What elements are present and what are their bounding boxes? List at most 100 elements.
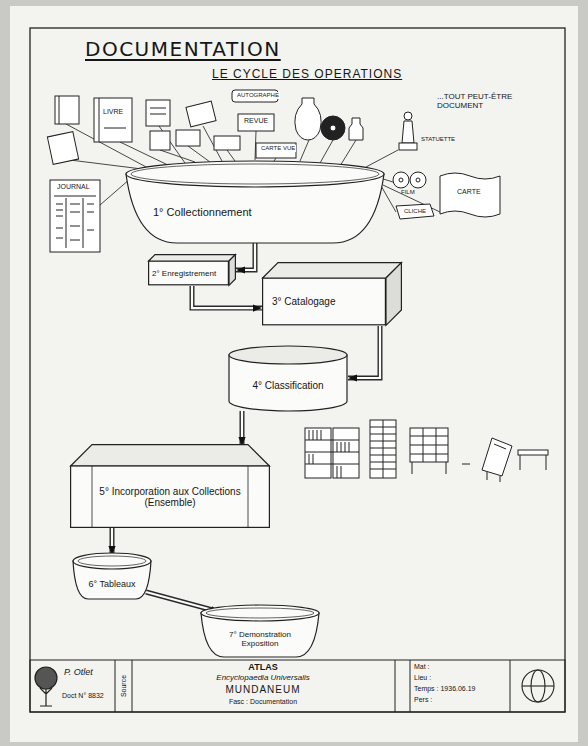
pipe-inner [236,241,255,270]
icon-label: CARTE VUE [260,145,296,152]
document-icon [393,172,409,188]
document-icon [410,172,426,188]
document-icon [402,121,414,143]
document-icon [99,98,100,142]
icon-label: AUTOGRAPHE [236,92,280,99]
pipe-arrow [192,286,262,308]
pipe-connector [242,411,243,446]
pipe-connector [192,286,262,308]
pipe-inner [111,528,113,555]
tableaux-bowl-outline [78,556,146,566]
icon-label: FILM [401,189,415,196]
exposition-bowl-outline [201,605,319,621]
document-icon [186,101,216,127]
document-icon [150,108,166,114]
icon-label: STATUETTE [421,136,455,143]
pipe-connector [348,326,380,378]
pipe-inner [192,286,262,308]
title-block [115,660,116,712]
globe-emblem [522,670,554,702]
pipe-arrow [236,241,255,270]
collection-line [320,140,333,163]
title-block [30,660,565,712]
icon-label: REVUE [243,117,269,125]
collection-line [340,140,356,166]
collection-line [300,140,309,161]
tableaux-bowl-outline [73,553,151,569]
note: ...TOUT PEUT-ÊTRE DOCUMENT [437,92,535,110]
process-box: 2° Enregistrement [148,254,236,286]
collection-bowl: 1° Collectionnement [125,160,385,244]
paper-sheet [30,28,565,712]
globe-emblem [522,685,554,686]
document-icon [399,143,417,150]
document-icon [349,118,363,140]
furniture-icon [410,428,448,474]
document-icon [416,178,420,182]
paper-sheet [10,6,578,742]
document-icon [330,125,336,131]
node-text: 4° Classification [236,380,340,392]
collection-bowl-outline [131,164,379,184]
process-box-outline [229,255,235,286]
node-text: 6° Tableaux [78,579,146,589]
exposition-bowl: 7° Demonstration Exposition [200,604,320,658]
pipe-connector [236,241,255,270]
tree-emblem [35,667,57,706]
classification-drum-outline [228,345,348,411]
document-icon [55,96,79,124]
collection-line [380,184,396,212]
process-box-outline [262,262,402,326]
incorporation-block-outline [71,445,270,466]
process-box-outline [149,255,236,261]
node-text: 3° Catalogage [272,296,380,308]
diagram-title: DOCUMENTATION [85,38,281,61]
icon-label: CARTE [456,188,482,196]
furniture-icon [305,420,548,482]
classification-drum-outline [229,346,347,364]
furniture-icon [487,444,506,482]
furniture-icon [482,438,512,476]
paper-sheet [10,6,578,742]
tableaux-bowl-outline [73,553,151,599]
furniture-icon [305,430,359,478]
process-box-outline [149,255,236,286]
tree-emblem [40,688,52,706]
tableaux-bowl: 6° Tableaux [72,552,152,600]
series-name: MUNDANEUM [225,684,300,696]
furniture-icon [518,450,548,455]
pipe-outline [192,286,262,308]
collection-bowl-outline [126,161,384,187]
document-number: Doct N° 8832 [62,692,104,700]
document-icon [104,128,126,129]
incorporation-block-outline [71,445,270,528]
pipe-connector [112,528,113,555]
icon-label: LIVRE [102,108,124,116]
document-icon [150,131,170,150]
node-text: 5° Incorporation aux Collections (Ensemb… [96,486,244,509]
document-icon [440,173,500,217]
title-block [30,660,565,712]
field-name: Temps : 1936.06.19 [414,685,476,693]
series-name: Encyclopaedia Universalis [216,673,309,682]
incorporation-block-outline [71,466,270,527]
furniture-icon [370,420,396,478]
incorporation-block: 5° Incorporation aux Collections (Ensemb… [70,444,270,528]
process-box-outline [263,278,386,325]
pipe-outline [236,241,255,270]
document-icon [256,143,296,158]
tree-emblem [35,667,57,689]
document-icon [404,112,412,120]
title-block [510,660,511,712]
process-box-outline [263,263,402,326]
collection-line [188,146,210,162]
title-block [410,660,411,712]
furniture-icon [370,420,396,478]
field-name: Pers : [414,696,432,704]
tableaux-bowl-outline [72,552,152,600]
document-icon [176,130,200,146]
author-name: P. Otlet [64,667,93,677]
pipe-arrow [348,326,380,378]
globe-emblem [522,670,554,702]
pipe-outline [240,411,245,446]
